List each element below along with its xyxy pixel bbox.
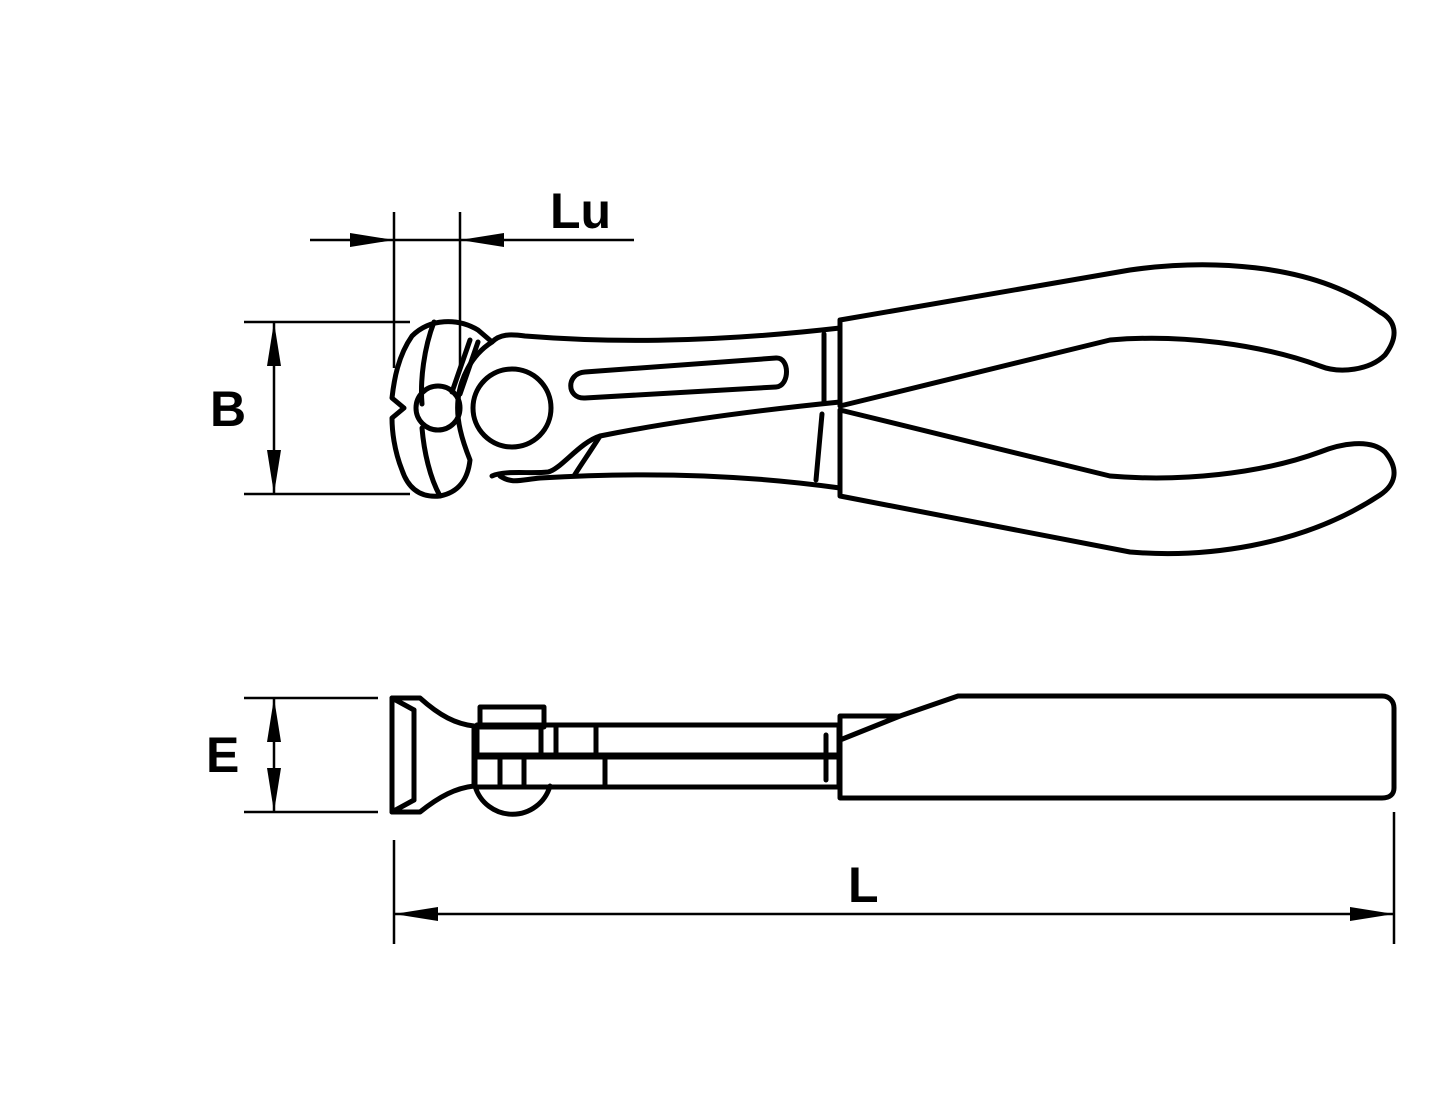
upper-handle: [837, 262, 1397, 409]
lower-handle: [837, 407, 1397, 557]
label-l: L: [848, 857, 879, 913]
dimension-lu: Lu: [310, 183, 634, 368]
dimension-l: L: [392, 812, 1396, 944]
dimension-b: B: [210, 320, 410, 496]
label-lu: Lu: [550, 183, 611, 239]
upper-shaft-segments: [538, 722, 599, 758]
head-bevels: [389, 695, 417, 815]
handle-top-bevel: [837, 713, 903, 743]
side-view: [389, 262, 1397, 557]
top-view: [389, 693, 1397, 817]
pivot-cap-bottom: [472, 783, 553, 817]
jaw-joint: [413, 383, 463, 433]
arm-slot: [568, 355, 789, 401]
label-b: B: [210, 381, 246, 437]
upper-arm: [489, 325, 843, 479]
lower-collar-line: [813, 411, 825, 483]
handle-top: [837, 693, 1397, 801]
lower-arm: [497, 472, 843, 491]
lower-shaft-segments: [497, 754, 608, 790]
dimension-e: E: [206, 696, 378, 814]
jaw-edge-2: [457, 339, 481, 397]
lower-arm-edge: [571, 433, 603, 479]
head-bevel-lower: [419, 425, 443, 499]
lower-shaft: [472, 754, 842, 790]
pivot-rivet: [470, 366, 554, 450]
label-e: E: [206, 727, 239, 783]
head-top: [389, 695, 477, 815]
